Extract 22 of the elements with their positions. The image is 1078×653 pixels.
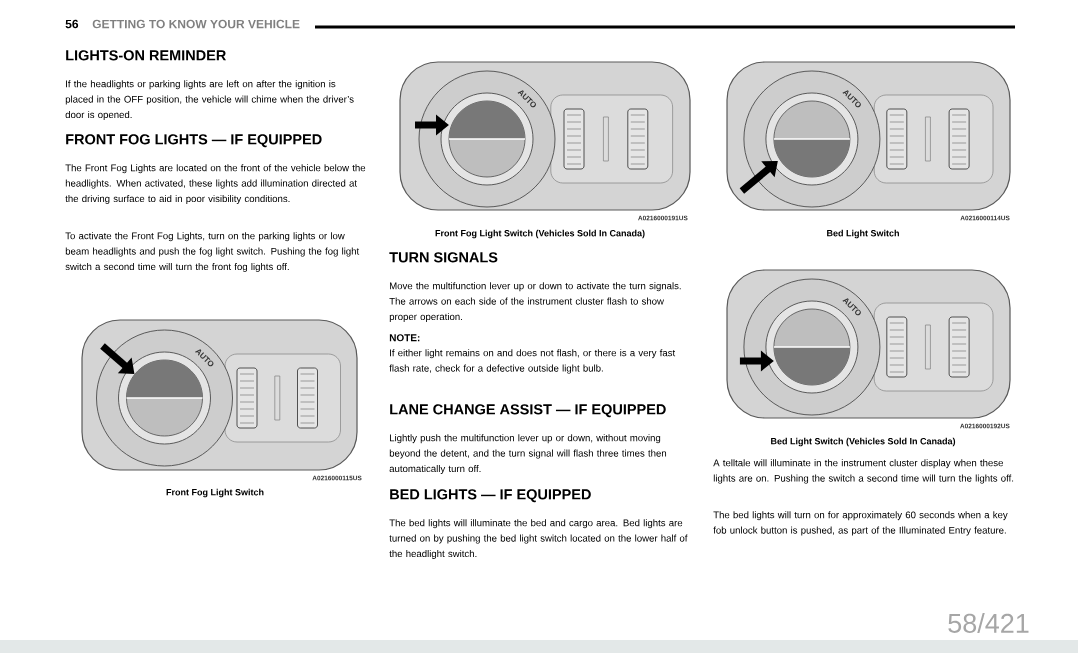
paragraph: Move the multifunction lever up or down to activate the turn signals. The arrows on each side of the instrument cluster flash to show proper operation. [389,282,681,322]
paragraph: The bed lights will turn on for approximately 60 seconds when a key fob unlock button is pushed, as part of the Illuminated Entry feature. [713,511,1008,536]
section-heading: TURN SIGNALS [389,252,498,263]
page-counter: 58/421 [948,613,1029,633]
paragraph: If either light remains on and does not flash, or there is a very fast flash rate, check for a defective outside light bulb. [389,349,676,374]
paragraph: A telltale will illuminate in the instrument cluster display when these lights are on. Pushing the switch a second time will turn the lights off. [713,459,1014,484]
section-heading: BED LIGHTS — IF EQUIPPED [390,489,591,503]
figure-caption: Front Fog Light Switch (Vehicles Sold In Canada) [435,229,645,239]
paragraph: Lightly push the multifunction lever up or down, without moving beyond the detent, and the turn signal will flash three times then automatically turn off. [389,434,667,474]
section-heading: FRONT FOG LIGHTS — IF EQUIPPED [66,134,322,148]
figure-caption: Bed Light Switch [827,229,899,239]
paragraph: The bed lights will illuminate the bed and cargo area. Bed lights are turned on by pushing the bed light switch located on the lower half of the headlight switch. [389,519,688,559]
paragraph: If the headlights or parking lights are left on after the ignition is placed in the OFF position, the vehicle will chime when the driver’s door is opened. [65,80,354,120]
header-title: GETTING TO KNOW YOUR VEHICLE [92,19,300,29]
page-number: 56 [65,19,79,29]
paragraph: To activate the Front Fog Lights, turn on the parking lights or low beam headlights and push the fog light switch. Pushing the fog light switch a second time will turn the front fog lights off. [65,232,360,272]
figure-caption: Front Fog Light Switch [166,488,264,498]
paragraph: The Front Fog Lights are located on the front of the vehicle below the headlights. When activated, these lights add illumination directed at the driving surface to aid in poor visibility conditions. [65,164,366,204]
figure-caption: Bed Light Switch (Vehicles Sold In Canada) [771,437,956,447]
section-heading: LIGHTS-ON REMINDER [66,50,226,61]
section-heading: LANE CHANGE ASSIST — IF EQUIPPED [390,404,666,418]
note-heading: NOTE: [389,334,420,342]
